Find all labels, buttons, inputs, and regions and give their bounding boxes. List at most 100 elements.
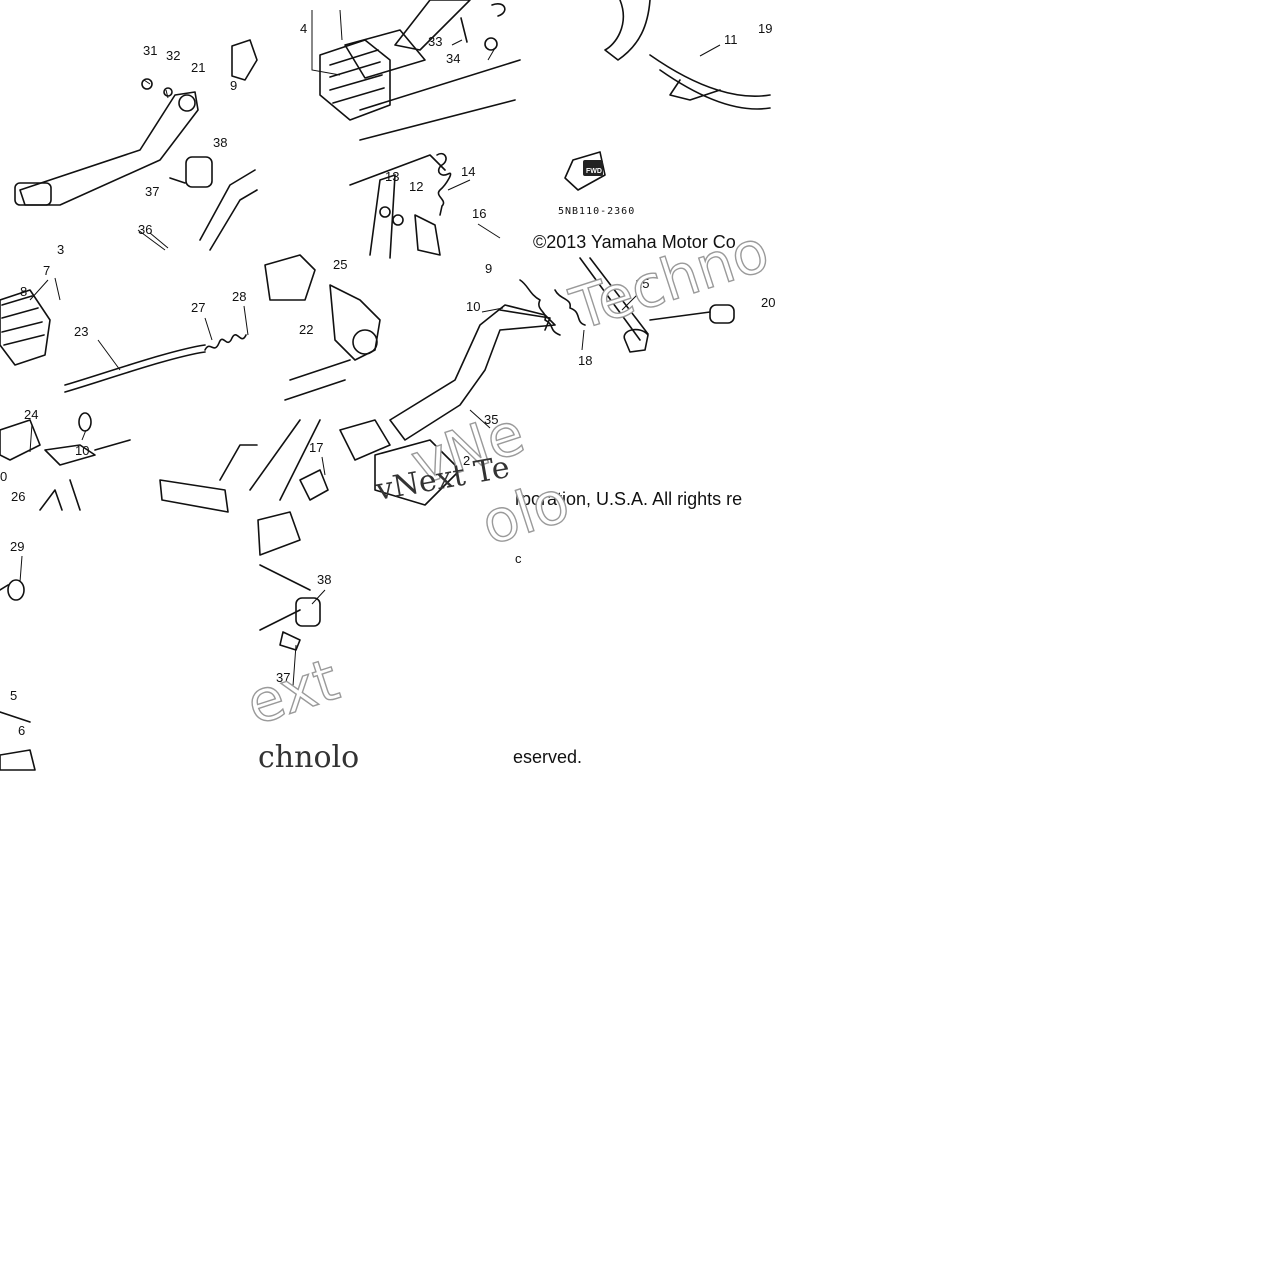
bushing-38-b: [295, 597, 321, 627]
part-number: 33: [428, 34, 442, 49]
part-number: 2: [463, 453, 470, 468]
part-number: 38: [213, 135, 227, 150]
part-number: 27: [191, 300, 205, 315]
part-number: 0: [0, 469, 7, 484]
part-number: 6: [18, 723, 25, 738]
part-number: 24: [24, 407, 38, 422]
part-number: 9: [230, 78, 237, 93]
washer-13: [379, 206, 391, 218]
tile-left-footrest: [0, 289, 258, 513]
footrest-top: [344, 29, 426, 79]
tile-footrest: [319, 0, 521, 259]
rubber-6: [0, 749, 36, 771]
fwd-arrow: [564, 151, 606, 191]
pedal-pivot: [178, 94, 196, 112]
side-stand-35: [389, 304, 556, 441]
lever-10: [44, 444, 96, 466]
spring-14: [436, 152, 452, 216]
part-number: 17: [309, 440, 323, 455]
stand-foot-35: [499, 309, 551, 331]
stand-leg-left: [604, 0, 651, 61]
footrest-rubber-4: [319, 39, 391, 121]
copyright-line-2: rporation, U.S.A. All rights re: [515, 489, 742, 509]
part-number: 26: [11, 489, 25, 504]
bracket-24: [0, 419, 41, 461]
part-number: 38: [317, 572, 331, 587]
bracket-lines: [359, 59, 521, 141]
frame-tubes: [249, 359, 351, 501]
part-number: 9: [485, 261, 492, 276]
frame-joint: [329, 284, 381, 361]
clip-bottom-b: [69, 479, 81, 511]
stray-character: c: [515, 551, 522, 566]
part-number: 32: [166, 48, 180, 63]
part-number: 3: [57, 242, 64, 257]
tile-bottom-left: [0, 579, 36, 771]
pin-31: [141, 78, 153, 90]
part-number: 28: [232, 289, 246, 304]
part-number: 7: [43, 263, 50, 278]
bolt-12: [392, 214, 404, 226]
tile-brake-pedal: [14, 39, 258, 251]
part-number: 13: [385, 169, 399, 184]
footrest-lower: [374, 439, 461, 506]
clip-bottom: [39, 489, 63, 511]
part-number: 19: [758, 21, 772, 36]
lever-arm-20: [649, 311, 711, 321]
part-number: 31: [143, 43, 157, 58]
washer-32: [163, 87, 173, 97]
part-number: 20: [761, 295, 775, 310]
spring-top: [491, 3, 506, 17]
part-number: 11: [724, 32, 738, 47]
copyright-line-3: eserved.: [513, 747, 582, 767]
nut-34: [484, 37, 498, 51]
part-number: 35: [484, 412, 498, 427]
part-number: 37: [145, 184, 159, 199]
part-number: 5: [10, 688, 17, 703]
bolt-37-b: [279, 631, 301, 651]
rod-23: [64, 344, 206, 386]
part-number: 10: [466, 299, 480, 314]
footrest-rubber-9: [231, 39, 258, 81]
bracket-plate: [414, 214, 441, 256]
stand-pad: [623, 328, 649, 353]
rubber-20: [709, 304, 735, 324]
rubber-block: [257, 511, 301, 556]
bolt-29: [7, 579, 25, 601]
leaders: [19, 9, 721, 687]
part-number: 12: [409, 179, 423, 194]
part-number: 10: [75, 443, 89, 458]
rod-23-b: [64, 351, 206, 393]
rubber-ridges: [329, 49, 385, 104]
leader-right: [219, 444, 258, 481]
footrest-rubber-8: [0, 289, 51, 366]
part-number: 34: [446, 51, 460, 66]
footrest-arm: [394, 0, 471, 51]
part-number: 21: [191, 60, 205, 75]
lever-rod: [94, 439, 131, 451]
part-number: 29: [10, 539, 24, 554]
copyright-line-1: ©2013 Yamaha Motor Co: [533, 232, 736, 252]
part-number: 23: [74, 324, 88, 339]
bracket-22: [264, 254, 316, 301]
watermark: chnolo: [258, 740, 359, 775]
part-number: 22: [299, 322, 313, 337]
stand-crossbar: [649, 54, 771, 110]
watermark: ext: [238, 645, 346, 738]
spring-18: [519, 279, 561, 336]
brake-pedal-arm: [19, 91, 199, 206]
frame-post: [349, 154, 446, 259]
part-number: 15: [635, 276, 649, 291]
tile-frame: [249, 254, 586, 506]
part-number-labels: 31 32 21 9 38 37 36 3 7 8 23 27 28 24 10…: [0, 21, 775, 738]
bolt-10: [78, 412, 92, 432]
tile-main-stand: [564, 0, 771, 191]
frame-bracket: [199, 169, 258, 251]
rubber-ridges-left: [1, 295, 45, 346]
stand-rod-15: [579, 257, 649, 341]
spring-28: [204, 334, 247, 351]
part-number: 36: [138, 222, 152, 237]
stand-foot: [669, 79, 721, 101]
